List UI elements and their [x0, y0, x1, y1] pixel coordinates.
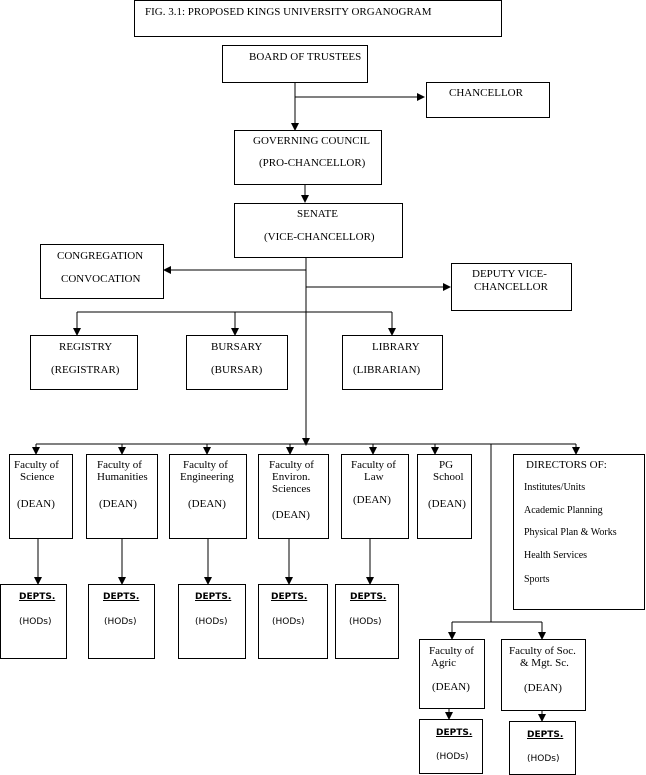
hods-label: (HODs) — [349, 617, 382, 627]
faculty-socmgt-line2: & Mgt. Sc. — [520, 657, 569, 669]
faculty-socmgt-box: Faculty of Soc. & Mgt. Sc. (DEAN) — [501, 639, 586, 711]
faculty-science-dean: (DEAN) — [17, 498, 55, 510]
faculty-humanities-line1: Faculty of — [97, 459, 142, 471]
congregation-label: CONGREGATION — [57, 250, 144, 262]
registrar-label: (REGISTRAR) — [51, 364, 120, 376]
depts-science-box: DEPTS. (HODs) — [0, 584, 67, 659]
pro-chancellor-label: (PRO-CHANCELLOR) — [259, 157, 366, 169]
directors-heading: DIRECTORS OF: — [526, 459, 607, 471]
depts-engineering-box: DEPTS. (HODs) — [178, 584, 246, 659]
faculty-agric-dean: (DEAN) — [432, 681, 470, 693]
hods-label: (HODs) — [104, 617, 137, 627]
library-box: LIBRARY (LIBRARIAN) — [342, 335, 443, 390]
faculty-science-line2: Science — [20, 471, 55, 483]
depts-label: DEPTS. — [436, 728, 473, 738]
faculty-engineering-line2: Engineering — [180, 471, 234, 483]
directors-box: DIRECTORS OF: Institutes/Units Academic … — [513, 454, 645, 610]
vice-chancellor-label: (VICE-CHANCELLOR) — [264, 231, 375, 243]
hods-label: (HODs) — [436, 752, 469, 762]
depts-humanities-box: DEPTS. (HODs) — [88, 584, 155, 659]
directors-item: Physical Plan & Works — [524, 527, 617, 538]
depts-label: DEPTS. — [103, 592, 140, 602]
deputy-chancellor-label: CHANCELLOR — [474, 281, 548, 293]
depts-label: DEPTS. — [19, 592, 56, 602]
faculty-engineering-box: Faculty of Engineering (DEAN) — [169, 454, 247, 539]
depts-law-box: DEPTS. (HODs) — [335, 584, 399, 659]
faculty-agric-box: Faculty of Agric (DEAN) — [419, 639, 485, 709]
faculty-science-line1: Faculty of — [14, 459, 59, 471]
registry-box: REGISTRY (REGISTRAR) — [30, 335, 138, 390]
governing-council-box: GOVERNING COUNCIL (PRO-CHANCELLOR) — [234, 130, 382, 185]
hods-label: (HODs) — [527, 754, 560, 764]
hods-label: (HODs) — [19, 617, 52, 627]
depts-label: DEPTS. — [195, 592, 232, 602]
depts-label: DEPTS. — [271, 592, 308, 602]
pg-school-box: PG School (DEAN) — [417, 454, 472, 539]
congregation-convocation-box: CONGREGATION CONVOCATION — [40, 244, 164, 299]
deputy-vice-chancellor-box: DEPUTY VICE- CHANCELLOR — [451, 263, 572, 311]
bursary-label: BURSARY — [211, 341, 263, 353]
faculty-environ-box: Faculty of Environ. Sciences (DEAN) — [258, 454, 329, 539]
hods-label: (HODs) — [272, 617, 305, 627]
pg-school-line1: PG — [439, 459, 454, 471]
faculty-environ-line3: Sciences — [272, 483, 311, 495]
faculty-law-line1: Faculty of — [351, 459, 396, 471]
faculty-socmgt-line1: Faculty of Soc. — [509, 645, 576, 657]
faculty-environ-line1: Faculty of — [269, 459, 314, 471]
senate-label: SENATE — [297, 208, 338, 220]
directors-item: Academic Planning — [524, 505, 603, 516]
bursar-label: (BURSAR) — [211, 364, 263, 376]
faculty-law-line2: Law — [364, 471, 384, 483]
depts-environ-box: DEPTS. (HODs) — [258, 584, 328, 659]
figure-title: FIG. 3.1: PROPOSED KINGS UNIVERSITY ORGA… — [145, 6, 432, 18]
faculty-engineering-line1: Faculty of — [183, 459, 228, 471]
library-label: LIBRARY — [372, 341, 420, 353]
faculty-humanities-dean: (DEAN) — [99, 498, 137, 510]
pg-school-line2: School — [433, 471, 464, 483]
faculty-agric-line2: Agric — [431, 657, 457, 669]
faculty-law-box: Faculty of Law (DEAN) — [341, 454, 409, 539]
faculty-environ-line2: Environ. — [272, 471, 311, 483]
faculty-agric-line1: Faculty of — [429, 645, 474, 657]
registry-label: REGISTRY — [59, 341, 113, 353]
board-of-trustees-label: BOARD OF TRUSTEES — [249, 51, 362, 63]
faculty-science-box: Faculty of Science (DEAN) — [9, 454, 73, 539]
governing-council-label: GOVERNING COUNCIL — [253, 135, 371, 147]
chancellor-label: CHANCELLOR — [449, 87, 523, 99]
directors-item: Institutes/Units — [524, 482, 586, 493]
faculty-humanities-box: Faculty of Humanities (DEAN) — [86, 454, 158, 539]
depts-label: DEPTS. — [527, 730, 564, 740]
directors-item: Sports — [524, 574, 550, 585]
librarian-label: (LIBRARIAN) — [353, 364, 421, 376]
depts-label: DEPTS. — [350, 592, 387, 602]
faculty-law-dean: (DEAN) — [353, 494, 391, 506]
bursary-box: BURSARY (BURSAR) — [186, 335, 288, 390]
hods-label: (HODs) — [195, 617, 228, 627]
depts-agric-box: DEPTS. (HODs) — [419, 719, 483, 774]
deputy-label: DEPUTY VICE- — [472, 268, 547, 280]
directors-item: Health Services — [524, 550, 588, 561]
chancellor-box: CHANCELLOR — [426, 82, 550, 118]
faculty-humanities-line2: Humanities — [97, 471, 148, 483]
figure-title-box: FIG. 3.1: PROPOSED KINGS UNIVERSITY ORGA… — [134, 0, 502, 37]
pg-school-dean: (DEAN) — [428, 498, 466, 510]
faculty-environ-dean: (DEAN) — [272, 509, 310, 521]
faculty-engineering-dean: (DEAN) — [188, 498, 226, 510]
convocation-label: CONVOCATION — [61, 273, 141, 285]
faculty-socmgt-dean: (DEAN) — [524, 682, 562, 694]
board-of-trustees-box: BOARD OF TRUSTEES — [222, 45, 368, 83]
depts-socmgt-box: DEPTS. (HODs) — [509, 721, 576, 775]
senate-box: SENATE (VICE-CHANCELLOR) — [234, 203, 403, 258]
